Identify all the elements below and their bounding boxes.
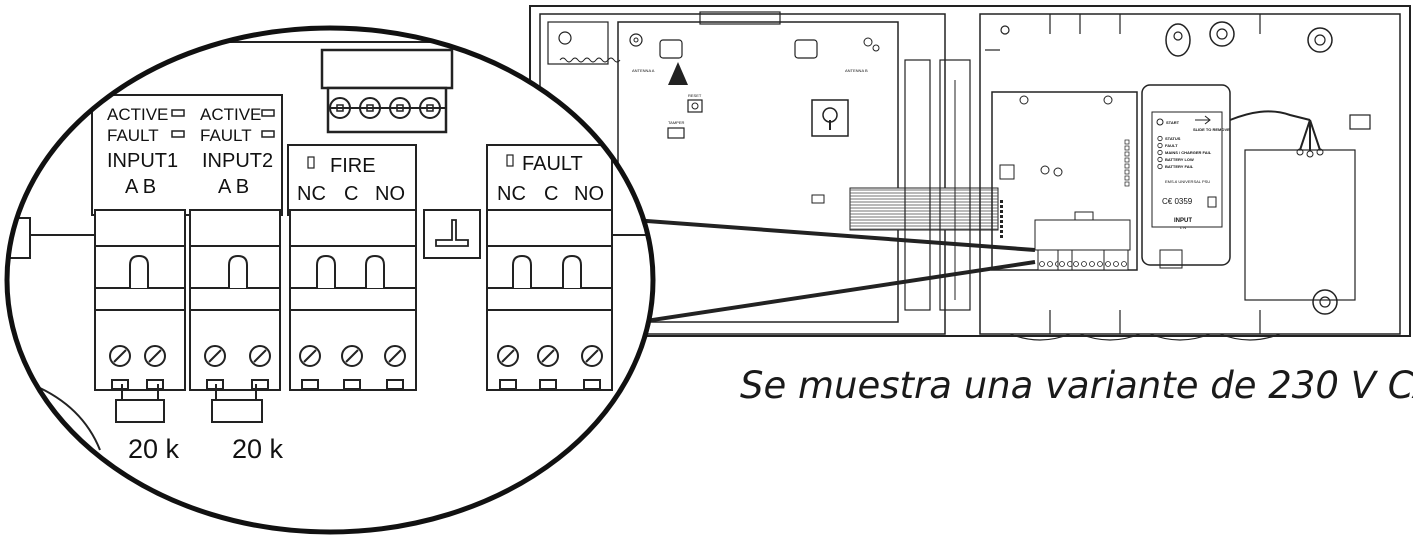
input2-fault-label: FAULT <box>200 126 252 145</box>
fault-terminal-block <box>486 209 613 391</box>
psu-name-label: EMS-6 UNIVERSAL PSU <box>1165 179 1210 184</box>
fire-no-label: NO <box>375 183 405 205</box>
psu-start-label: START <box>1166 120 1180 125</box>
resistor-2: 20 k <box>211 384 284 464</box>
board-connector <box>320 48 454 134</box>
input2-active-led <box>261 109 275 117</box>
mains-cable <box>1229 110 1321 152</box>
fault-relay-led <box>506 154 514 167</box>
input2-name: INPUT2 <box>202 150 273 172</box>
caption: Se muestra una variante de 230 V CA <box>740 364 1413 407</box>
input2-active-label: ACTIVE <box>200 105 261 124</box>
psu-input-terms: L N <box>1180 225 1186 230</box>
psu-led-label: BATTERY FAIL <box>1165 164 1194 169</box>
enclosure: ANTENNA A ANTENNA B RESET TAMPER <box>529 5 1411 341</box>
input1-name: INPUT1 <box>107 150 178 172</box>
psu-led-label: BATTERY LOW <box>1165 157 1194 162</box>
radio-board <box>617 21 899 323</box>
magnified-detail: ACTIVE FAULT INPUT1 A B ACTIVE FAULT INP… <box>4 25 656 535</box>
resistor-1-label: 20 k <box>128 434 180 464</box>
ribbon-cable <box>849 187 999 231</box>
input1-fault-led <box>171 130 185 138</box>
psu-led-label: FAULT <box>1165 143 1178 148</box>
input2-terminals: A B <box>218 176 249 198</box>
resistor-1: 20 k <box>115 384 180 464</box>
antenna-b-label: ANTENNA B <box>845 68 868 73</box>
psu-slide-label: SLIDE TO REMOVE <box>1193 127 1230 132</box>
jumper-plug <box>423 209 481 259</box>
psu-module: START SLIDE TO REMOVE STATUS FAULT MAINS /… <box>1141 84 1231 269</box>
psu-input-label: INPUT <box>1174 218 1192 224</box>
fault-relay-label: FAULT <box>522 153 583 175</box>
fire-c-label: C <box>344 183 358 205</box>
reset-label: RESET <box>688 93 702 98</box>
fault-no-label: NO <box>574 183 604 205</box>
tamper-label: TAMPER <box>668 120 684 125</box>
magnifier-ring <box>4 25 656 535</box>
input1-terminal-block <box>94 209 186 391</box>
fault-nc-label: NC <box>497 183 526 205</box>
input2-fault-led <box>261 130 275 138</box>
input1-active-label: ACTIVE <box>107 105 168 124</box>
right-section <box>979 13 1401 335</box>
psu-ce-label: C€ 0359 <box>1162 197 1193 206</box>
psu-led-label: MAINS / CHARGER FAIL <box>1165 150 1212 155</box>
fire-led <box>307 156 315 169</box>
resistor-2-label: 20 k <box>232 434 284 464</box>
input1-fault-label: FAULT <box>107 126 159 145</box>
fire-terminal-block <box>289 209 417 391</box>
psu-led-label: STATUS <box>1165 136 1181 141</box>
input2-terminal-block <box>189 209 281 391</box>
input1-terminals: A B <box>125 176 156 198</box>
fire-nc-label: NC <box>297 183 326 205</box>
fault-c-label: C <box>544 183 558 205</box>
fire-label: FIRE <box>330 155 376 177</box>
antenna-a-label: ANTENNA A <box>632 68 655 73</box>
input1-active-led <box>171 109 185 117</box>
